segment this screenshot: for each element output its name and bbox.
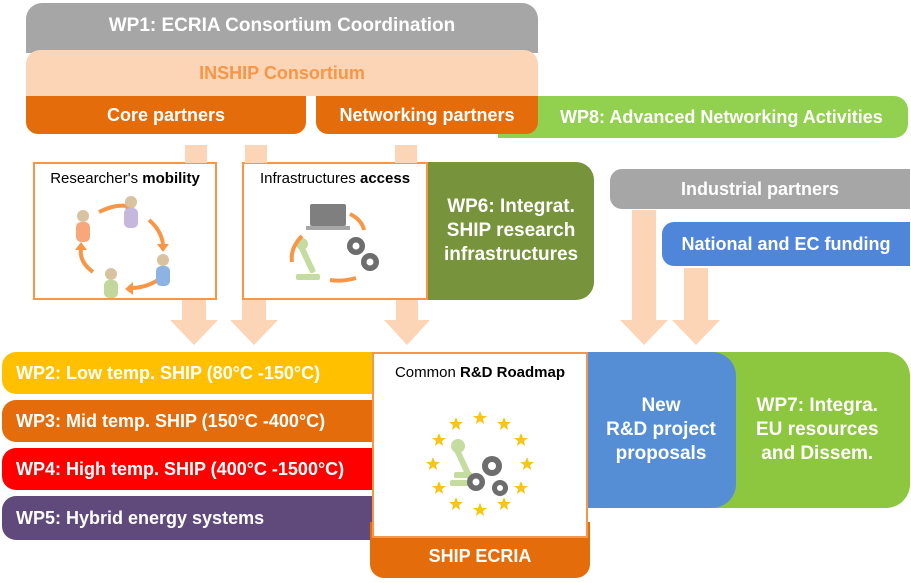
wp3-label: WP3: Mid temp. SHIP (150°C -400°C) xyxy=(16,410,326,431)
wp6-line3: infrastructures xyxy=(444,244,579,265)
industrial-partners-box: Industrial partners xyxy=(610,169,910,209)
wp4-bar: WP4: High temp. SHIP (400°C -1500°C) xyxy=(2,448,374,490)
wp5-label: WP5: Hybrid energy systems xyxy=(16,507,265,528)
inship-consortium-label: INSHIP Consortium xyxy=(199,62,365,83)
networking-partners-box: Networking partners xyxy=(316,96,538,134)
person-icons xyxy=(76,196,170,298)
new-proposals-line2: R&D project xyxy=(606,419,716,440)
roadmap-title: Common R&D Roadmap xyxy=(394,364,566,381)
researchers-cycle-icon xyxy=(75,196,170,298)
mobility-card: Researcher's mobility xyxy=(33,162,217,300)
wp7-line1: WP7: Integra. xyxy=(756,395,878,416)
industrial-partners-label: Industrial partners xyxy=(680,178,840,199)
wp4-label: WP4: High temp. SHIP (400°C -1500°C) xyxy=(16,458,345,479)
funding-label: National and EC funding xyxy=(681,233,891,254)
funding-box: National and EC funding xyxy=(662,222,910,266)
new-proposals-line3: proposals xyxy=(615,443,707,464)
access-card: Infrastructures access xyxy=(242,162,428,300)
wp7-line3: and Dissem. xyxy=(761,443,874,464)
wp2-label: WP2: Low temp. SHIP (80°C -150°C) xyxy=(16,362,321,383)
core-partners-box: Core partners xyxy=(26,96,306,134)
wp3-bar: WP3: Mid temp. SHIP (150°C -400°C) xyxy=(2,400,374,442)
ship-ecria-label: SHIP ECRIA xyxy=(428,545,532,566)
wp7-line2: EU resources xyxy=(756,419,879,440)
wp6-line1: WP6: Integrat. xyxy=(447,196,575,217)
new-proposals-box: New R&D project proposals xyxy=(584,352,736,508)
wp5-bar: WP5: Hybrid energy systems xyxy=(2,496,374,540)
wp6-box: WP6: Integrat. SHIP research infrastruct… xyxy=(410,162,594,300)
new-proposals-line1: New xyxy=(641,395,681,416)
wp8-box: WP8: Advanced Networking Activities xyxy=(498,96,908,138)
core-partners-label: Core partners xyxy=(106,104,226,125)
roadmap-card: Common R&D Roadmap xyxy=(372,352,588,538)
inship-consortium-box: INSHIP Consortium xyxy=(26,50,538,96)
wp1-box: WP1: ECRIA Consortium Coordination xyxy=(26,3,538,53)
lab-equipment-icon xyxy=(289,204,379,283)
wp1-label: WP1: ECRIA Consortium Coordination xyxy=(108,15,456,36)
mobility-title: Researcher's mobility xyxy=(50,170,200,187)
wp6-line2: SHIP research xyxy=(446,220,576,241)
access-title: Infrastructures access xyxy=(259,170,411,187)
eu-stars-gears-icon xyxy=(426,411,534,516)
wp8-label: WP8: Advanced Networking Activities xyxy=(560,106,883,127)
wp2-bar: WP2: Low temp. SHIP (80°C -150°C) xyxy=(2,352,374,394)
networking-partners-label: Networking partners xyxy=(339,104,515,125)
